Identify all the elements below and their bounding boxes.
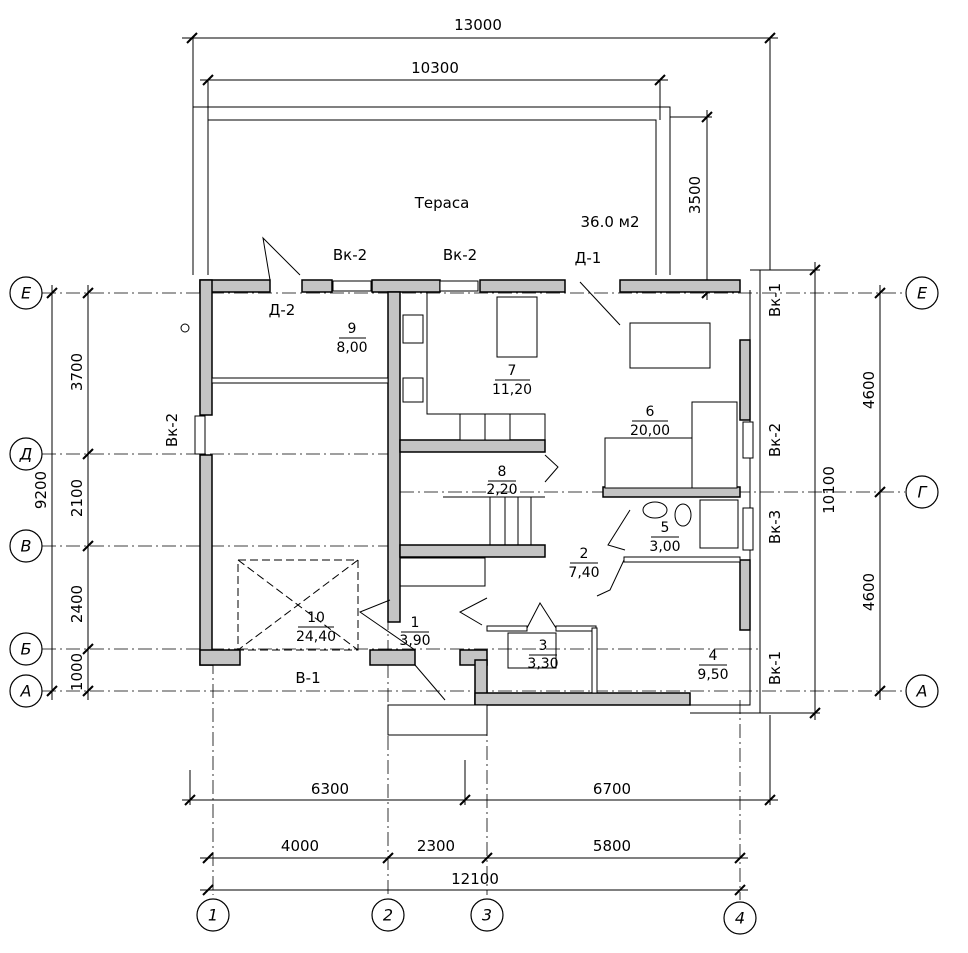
axis-label: Е [21, 284, 32, 303]
room-area: 24,40 [296, 629, 336, 645]
dining-table [629, 322, 711, 369]
room-number: 7 [508, 363, 517, 379]
dimensions: 13000 10300 3500 9200 3700 2100 2400 100… [32, 16, 886, 896]
stove-icon [402, 314, 424, 344]
room-area: 11,20 [492, 382, 532, 398]
room-number: 9 [348, 321, 357, 337]
axis-bubbles: 1 2 3 4 Е Д В Б А Е Г А [9, 276, 939, 935]
gate-v1-label: В-1 [295, 669, 320, 687]
room-5: 53,00 [649, 520, 680, 555]
shower [699, 499, 739, 549]
room-4: 49,50 [697, 648, 728, 683]
dim-right-seg: 4600 [860, 573, 878, 611]
walls [180, 270, 761, 714]
room-6: 620,00 [630, 404, 670, 439]
sink-icon [402, 377, 424, 403]
dim-left-seg: 3700 [68, 353, 86, 391]
room-number: 2 [580, 546, 589, 562]
terrace-name: Тераса [414, 194, 470, 212]
dim-right-seg: 4600 [860, 371, 878, 409]
dim-bottom-row2: 2300 [417, 837, 455, 855]
room-area: 3,00 [649, 539, 680, 555]
dim-left-total: 9200 [32, 471, 50, 509]
dim-bottom-total: 12100 [451, 870, 499, 888]
room-number: 5 [661, 520, 670, 536]
dim-right-total: 10100 [820, 466, 838, 514]
room-1: 13,90 [399, 615, 430, 649]
axis-label: А [20, 682, 32, 701]
dim-terrace-depth: 3500 [686, 176, 704, 214]
washbasin [642, 501, 668, 519]
room-area: 7,40 [568, 565, 599, 581]
axis-label: Д [19, 445, 33, 464]
dim-terrace-width: 10300 [411, 59, 459, 77]
terrace-area: 36.0 м2 [580, 213, 639, 231]
openings: Д-2 Вк-2 Вк-2 Д-1 Вк-1 Вк-2 Вк-3 Вк-1 Вк… [163, 236, 784, 736]
room-area: 9,50 [697, 667, 728, 683]
room-area: 2,20 [486, 482, 517, 498]
room-number: 10 [307, 610, 325, 626]
axis-label: 1 [208, 906, 218, 925]
dim-left-seg: 2100 [68, 479, 86, 517]
room-number: 3 [539, 638, 548, 654]
dim-bottom-row2: 4000 [281, 837, 319, 855]
window-vk2-label: Вк-2 [443, 246, 477, 264]
dim-bottom-row1: 6700 [593, 780, 631, 798]
kitchen-table [496, 296, 538, 358]
room-2: 27,40 [568, 546, 599, 581]
dim-overall-top: 13000 [454, 16, 502, 34]
toilet [674, 503, 692, 527]
axis-label: В [21, 537, 32, 556]
dim-left-seg: 2400 [68, 585, 86, 623]
grid-axes [42, 280, 905, 900]
axis-label: Б [21, 640, 32, 659]
terrace: Тераса 36.0 м2 [192, 106, 671, 275]
axis-label: 4 [735, 909, 745, 928]
room-labels: 98,00 711,20 620,00 82,20 27,40 53,00 13… [296, 321, 729, 683]
dim-bottom-row1: 6300 [311, 780, 349, 798]
room-number: 1 [411, 615, 420, 631]
room-area: 3,30 [527, 656, 558, 672]
room-8: 82,20 [486, 464, 517, 498]
window-vk2-label: Вк-2 [333, 246, 367, 264]
axis-label: А [916, 682, 928, 701]
window-vk1-label: Вк-1 [766, 651, 784, 685]
room-number: 8 [498, 464, 507, 480]
axis-label: Е [917, 284, 928, 303]
axis-label: 2 [383, 906, 393, 925]
room-area: 3,90 [399, 633, 430, 649]
room-7: 711,20 [492, 363, 532, 398]
dim-bottom-row2: 5800 [593, 837, 631, 855]
room-3: 33,30 [527, 638, 558, 672]
door-d1-label: Д-1 [575, 249, 602, 267]
door-d2-label: Д-2 [269, 301, 296, 319]
furniture [237, 292, 739, 669]
window-vk2-label: Вк-2 [766, 423, 784, 457]
window-vk2-label: Вк-2 [163, 413, 181, 447]
room-10: 10 24,40 [296, 610, 336, 645]
room-number: 6 [646, 404, 655, 420]
room-9: 98,00 [336, 321, 367, 356]
room-number: 4 [709, 648, 718, 664]
room-area: 20,00 [630, 423, 670, 439]
window-vk3-label: Вк-3 [766, 510, 784, 544]
axis-label: Г [918, 483, 928, 502]
window-vk1-label: Вк-1 [766, 283, 784, 317]
room-area: 8,00 [336, 340, 367, 356]
axis-label: 3 [482, 906, 492, 925]
dim-left-seg: 1000 [68, 653, 86, 691]
